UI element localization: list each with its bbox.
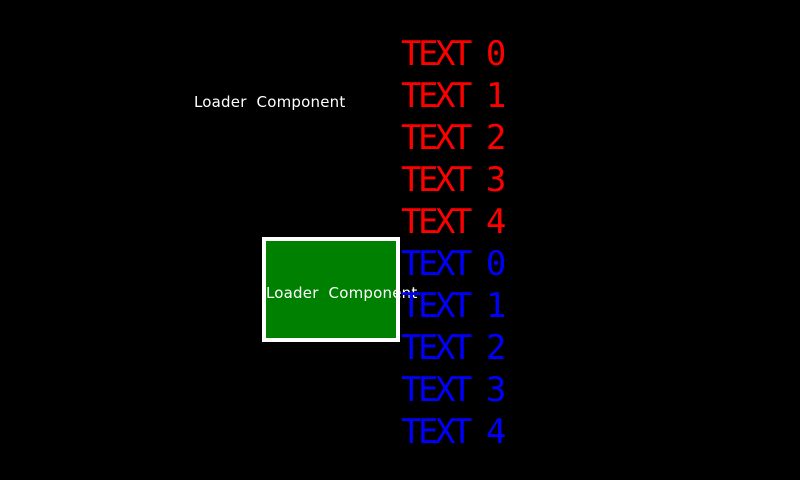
list-item[interactable]: TEXT 3 (401, 160, 506, 200)
loader-box-label: Loader Component (266, 283, 418, 302)
text-list: TEXT 0 TEXT 1 TEXT 2 TEXT 3 TEXT 4 TEXT … (401, 33, 506, 453)
list-item[interactable]: TEXT 4 (401, 412, 506, 452)
list-item[interactable]: TEXT 2 (401, 328, 506, 368)
list-item[interactable]: TEXT 3 (401, 370, 506, 410)
loader-component-label: Loader Component (194, 93, 346, 111)
list-item[interactable]: TEXT 4 (401, 202, 506, 242)
list-item[interactable]: TEXT 1 (401, 76, 506, 116)
list-item[interactable]: TEXT 0 (401, 34, 506, 74)
list-item[interactable]: TEXT 1 (401, 286, 506, 326)
list-item[interactable]: TEXT 0 (401, 244, 506, 284)
list-item[interactable]: TEXT 2 (401, 118, 506, 158)
loader-component-box: Loader Component (262, 237, 417, 342)
